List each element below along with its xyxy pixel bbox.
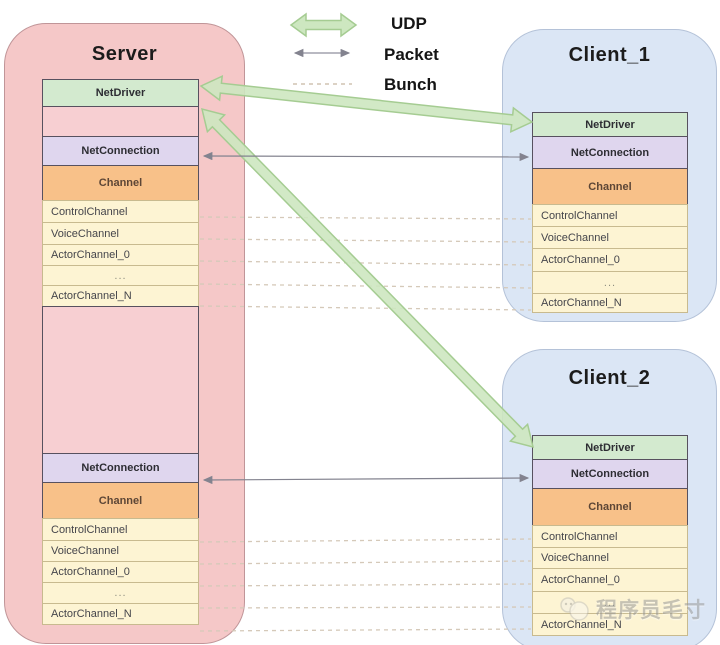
- server-netdriver-row: NetDriver: [42, 79, 199, 107]
- server-ellipsis2-row: ...: [42, 582, 199, 604]
- server-actorchannelN-1-row: ActorChannel_N: [42, 285, 199, 307]
- udp-arrow-server-client1: [199, 74, 534, 134]
- server-title: Server: [91, 43, 158, 65]
- client1-netdriver-row: NetDriver: [532, 112, 688, 137]
- server-controlchannel2-row: ControlChannel: [42, 518, 199, 541]
- server-actorchannel0-2-row: ActorChannel_0: [42, 561, 199, 583]
- server-channel2-header-row: Channel: [42, 482, 199, 519]
- client1-voicechannel-row: VoiceChannel: [532, 226, 688, 249]
- packet-arrow-server-client1: [202, 151, 530, 162]
- client2-actorchannelN-row: ActorChannel_N: [532, 613, 688, 636]
- client2-controlchannel-row: ControlChannel: [532, 525, 688, 548]
- server-netconnection2-row: NetConnection: [42, 453, 199, 483]
- watermark: 程序员毛寸: [558, 594, 706, 624]
- server-voicechannel1-row: VoiceChannel: [42, 222, 199, 245]
- server-tall-spacer-row: [42, 306, 199, 454]
- client1-ellipsis-row: ...: [532, 271, 688, 294]
- udp-arrow-icon: [289, 12, 358, 38]
- client1-controlchannel-row: ControlChannel: [532, 204, 688, 227]
- client2-voicechannel-row: VoiceChannel: [532, 547, 688, 569]
- watermark-text: 程序员毛寸: [596, 599, 706, 622]
- server-netconnection1-row: NetConnection: [42, 136, 199, 166]
- server-ellipsis1-row: ...: [42, 265, 199, 286]
- client1-title: Client_1: [568, 44, 651, 66]
- legend-bunch-label: Bunch: [384, 75, 437, 94]
- udp-arrow-server-client2: [200, 107, 535, 449]
- client2-netconnection-row: NetConnection: [532, 459, 688, 489]
- server-voicechannel2-row: VoiceChannel: [42, 540, 199, 562]
- client2-netdriver-row: NetDriver: [532, 435, 688, 460]
- client1-netconnection-row: NetConnection: [532, 136, 688, 169]
- client2-actorchannel0-row: ActorChannel_0: [532, 568, 688, 592]
- bunch-lines-client1: [199, 216, 532, 311]
- client2-title: Client_2: [568, 367, 651, 389]
- server-actorchannelN-2-row: ActorChannel_N: [42, 603, 199, 625]
- bunch-lines-client2: [199, 538, 532, 632]
- server-actorchannel0-1-row: ActorChannel_0: [42, 244, 199, 266]
- server-channel1-header-row: Channel: [42, 165, 199, 201]
- client2-stack: NetDriver NetConnection Channel ControlC…: [532, 435, 688, 636]
- packet-arrow-server-client2: [202, 473, 530, 485]
- watermark-logo-icon: [560, 597, 589, 621]
- client1-actorchannelN-row: ActorChannel_N: [532, 293, 688, 313]
- client1-stack: NetDriver NetConnection Channel ControlC…: [532, 112, 688, 313]
- client2-channel-header-row: Channel: [532, 488, 688, 526]
- client1-actorchannel0-row: ActorChannel_0: [532, 248, 688, 272]
- server-stack: NetDriver NetConnection Channel ControlC…: [42, 79, 199, 625]
- legend-udp-label: UDP: [391, 14, 427, 33]
- client1-channel-header-row: Channel: [532, 168, 688, 205]
- server-spacer-row: [42, 106, 199, 137]
- legend-packet-label: Packet: [384, 45, 439, 64]
- server-controlchannel1-row: ControlChannel: [42, 200, 199, 223]
